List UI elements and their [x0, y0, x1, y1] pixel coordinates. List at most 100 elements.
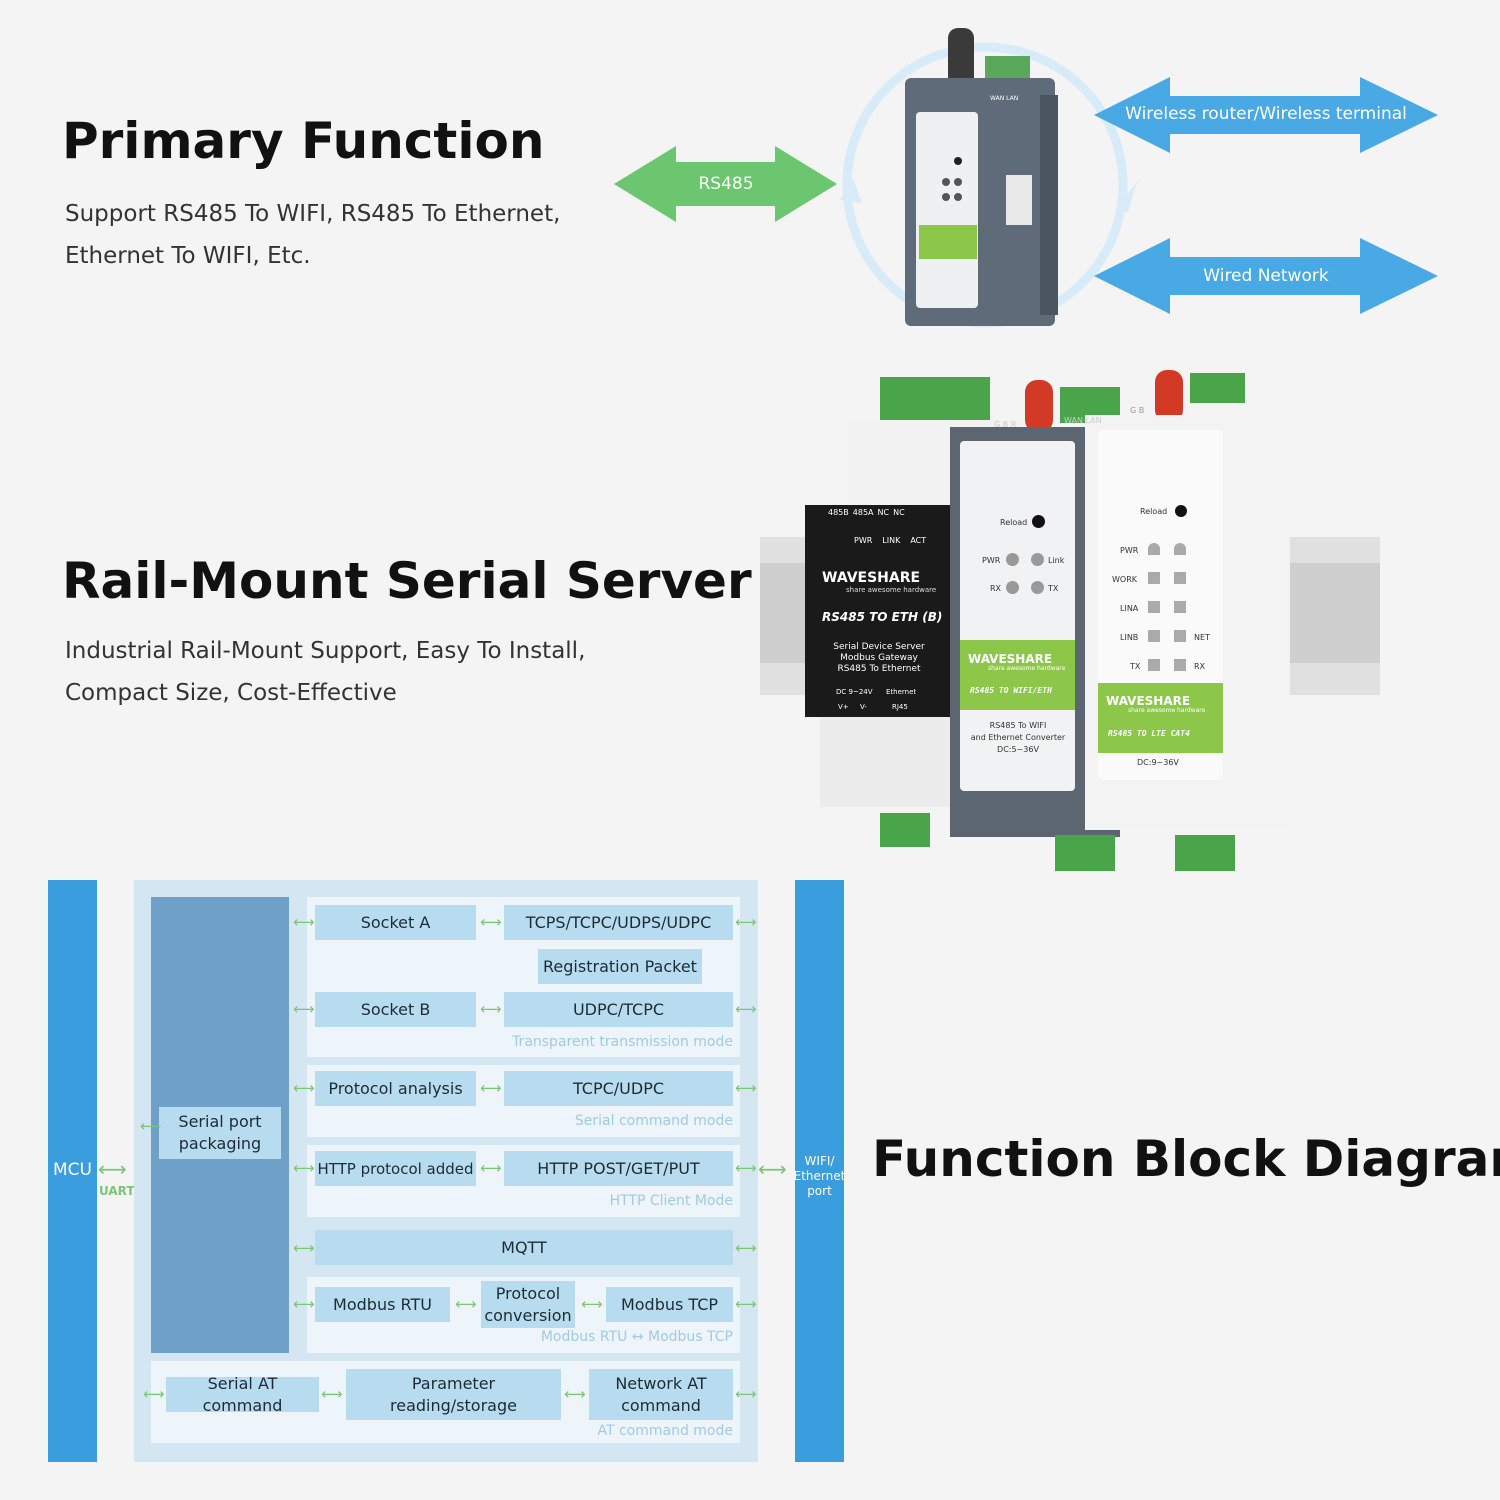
mode-label: Modbus RTU ↔ Modbus TCP — [540, 1329, 733, 1345]
port-label-line: port — [807, 1184, 832, 1198]
mode-label: HTTP Client Mode — [609, 1193, 733, 1209]
udpc-tcpc: UDPC/TCPC — [504, 992, 733, 1027]
grey-device-link: Link — [1048, 556, 1065, 565]
white-device-pwr: PWR — [1120, 546, 1139, 555]
black-device-vplus: V+ — [838, 703, 849, 711]
chip-line: Serial port — [178, 1112, 262, 1131]
section-desc-primary: Support RS485 To WIFI, RS485 To Ethernet… — [65, 193, 560, 277]
socket-a: Socket A — [315, 905, 476, 940]
http-protocol-added: HTTP protocol added — [315, 1151, 476, 1186]
chip-line: Protocol — [495, 1283, 561, 1303]
grey-device-tagline: share awesome hardware — [988, 665, 1066, 672]
arrow: ⟷ — [480, 1080, 502, 1097]
white-device-rx: RX — [1194, 662, 1206, 671]
svg-text:WAN LAN: WAN LAN — [990, 95, 1018, 102]
serial-at-command: Serial AT command — [166, 1374, 319, 1415]
rail-mount-devices-graphic — [760, 370, 1380, 871]
mqtt: MQTT — [315, 1230, 733, 1265]
grey-device-pwr: PWR — [982, 556, 1001, 565]
arrow: ⟷ — [480, 914, 502, 931]
registration-packet: Registration Packet — [538, 949, 702, 984]
black-device-leds: PWR LINK ACT — [854, 536, 926, 545]
arrow: ⟷ — [735, 1001, 757, 1018]
desc-line: Modbus Gateway — [840, 653, 918, 663]
desc-line: RS485 To WIFI — [989, 721, 1047, 730]
arrow: ⟷ — [735, 1386, 757, 1403]
rs485-arrow — [614, 146, 837, 222]
grey-device-gb: G B R — [994, 420, 1017, 429]
arrow: ⟷ — [581, 1296, 603, 1313]
white-device-tx: TX — [1130, 662, 1141, 671]
serial-port-packaging: Serial port packaging — [159, 1107, 281, 1159]
grey-device-rx: RX — [990, 584, 1002, 593]
tcps-tcpc-udps-udpc: TCPS/TCPC/UDPS/UDPC — [504, 905, 733, 940]
arrow: ⟷ — [480, 1160, 502, 1177]
arrow: ⟷ — [293, 1296, 315, 1313]
protocol-analysis: Protocol analysis — [315, 1071, 476, 1106]
arrow: ⟷ — [735, 1240, 757, 1257]
parameter-reading-storage: Parameter reading/storage — [346, 1369, 561, 1420]
wireless-arrow — [1094, 77, 1438, 153]
modbus-tcp: Modbus TCP — [606, 1287, 733, 1322]
rs485-label: RS485 — [698, 174, 754, 194]
black-device-vminus: V- — [860, 703, 867, 711]
black-device-eth: Ethernet — [886, 688, 917, 696]
white-device-brand: WAVESHARE — [1106, 694, 1191, 708]
pin-label: 485A — [852, 508, 874, 517]
section-title-rail: Rail-Mount Serial Server — [62, 552, 752, 610]
arrow: ⟷ — [735, 1296, 757, 1313]
socket-b: Socket B — [315, 992, 476, 1027]
arrow: ⟷ — [564, 1386, 586, 1403]
led-indicator — [1006, 581, 1019, 594]
led-indicator — [1031, 581, 1044, 594]
wired-label: Wired Network — [1203, 266, 1329, 286]
modbus-rtu: Modbus RTU — [315, 1287, 450, 1322]
grey-device-brand: WAVESHARE — [968, 652, 1053, 666]
cycle-arrowhead — [840, 178, 862, 203]
device-rs485-to-lte-cat4 — [1085, 370, 1290, 871]
mode-label: Transparent transmission mode — [512, 1034, 733, 1050]
led-column — [1148, 543, 1160, 680]
arrow: ⟷ — [293, 1001, 315, 1018]
black-device-tagline: share awesome hardware — [846, 586, 937, 594]
pin-label: NC — [893, 508, 905, 517]
desc-line: Serial Device Server — [833, 642, 925, 652]
grey-device-model: RS485 TO WIFI/ETH — [970, 686, 1052, 695]
arrow: ⟷ — [735, 914, 757, 931]
desc-line: Support RS485 To WIFI, RS485 To Ethernet… — [65, 201, 561, 227]
desc-line: Compact Size, Cost-Effective — [65, 680, 397, 706]
arrow: ⟷ — [455, 1296, 477, 1313]
chip-line: command — [621, 1395, 701, 1415]
port-label-line: WIFI/ — [804, 1154, 835, 1168]
led-indicator — [1031, 553, 1044, 566]
black-device-dc: DC 9~24V — [836, 688, 873, 696]
led-label: LINK — [882, 536, 901, 545]
cycle-arrowhead — [1115, 182, 1137, 212]
white-device-linb: LINB — [1120, 633, 1139, 642]
arrow: ⟷ — [293, 1080, 315, 1097]
arrow: ⟵ — [140, 1118, 162, 1135]
arrow: ⟷ — [293, 1160, 315, 1177]
white-device-lina: LINA — [1120, 604, 1139, 613]
desc-line: Ethernet To WIFI, Etc. — [65, 243, 311, 269]
led-column — [1174, 543, 1186, 680]
arrow: ⟷ — [321, 1386, 343, 1403]
reload-button — [1175, 505, 1187, 517]
device-rs485-wifi-eth: WAN LAN — [905, 28, 1058, 326]
chip-line: conversion — [484, 1305, 572, 1325]
arrow: ⟷ — [143, 1386, 165, 1403]
white-device-work: WORK — [1112, 575, 1138, 584]
arrow: ⟷ — [293, 1240, 315, 1257]
pin-label: NC — [877, 508, 890, 517]
led-label: ACT — [910, 536, 927, 545]
pin-label: 485B — [828, 508, 849, 517]
led-label: PWR — [854, 536, 873, 545]
white-device-net: NET — [1194, 633, 1210, 642]
primary-function-graphic: WAN LAN — [614, 28, 1438, 328]
uart-label: UART — [99, 1184, 135, 1198]
chip-line: packaging — [178, 1134, 262, 1153]
white-device-dc: DC:9~36V — [1137, 758, 1179, 767]
wireless-label: Wireless router/Wireless terminal — [1125, 104, 1407, 124]
